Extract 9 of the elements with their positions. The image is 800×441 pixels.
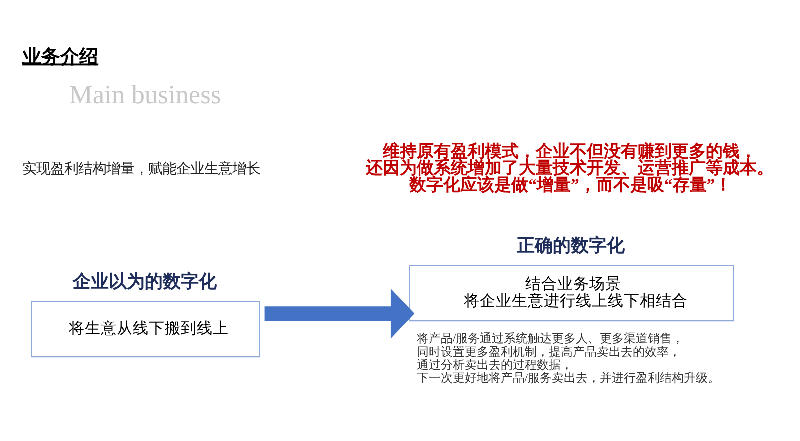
- label: 实现盈利结构增量，赋能企业生意增长: [22, 162, 261, 178]
- node-box: 将生意从线下搬到线上: [31, 301, 260, 358]
- node-box: 结合业务场景 将企业生意进行线上线下相结合: [409, 265, 734, 322]
- label: 维持原有盈利模式，企业不但没有赚到更多的钱，还因为做系统增加了大量技术开发、运营推广等成本。数字化应该是做“增量”，而不是吸“存量”！: [366, 142, 774, 194]
- node-label: 企业以为的数字化: [73, 271, 217, 292]
- node-label: 正确的数字化: [517, 235, 625, 256]
- node-label: 将产品/服务通过系统触达更多人、更多渠道销售，同时设置更多盈利机制，提高产品卖出去的效率，通过分析卖出去的过程数据，下一次更好地将产品/服务卖出去，并进行盈利结构升级。: [416, 332, 720, 386]
- arrow: [264, 288, 415, 339]
- diagram-title: 业务介绍: [22, 46, 99, 68]
